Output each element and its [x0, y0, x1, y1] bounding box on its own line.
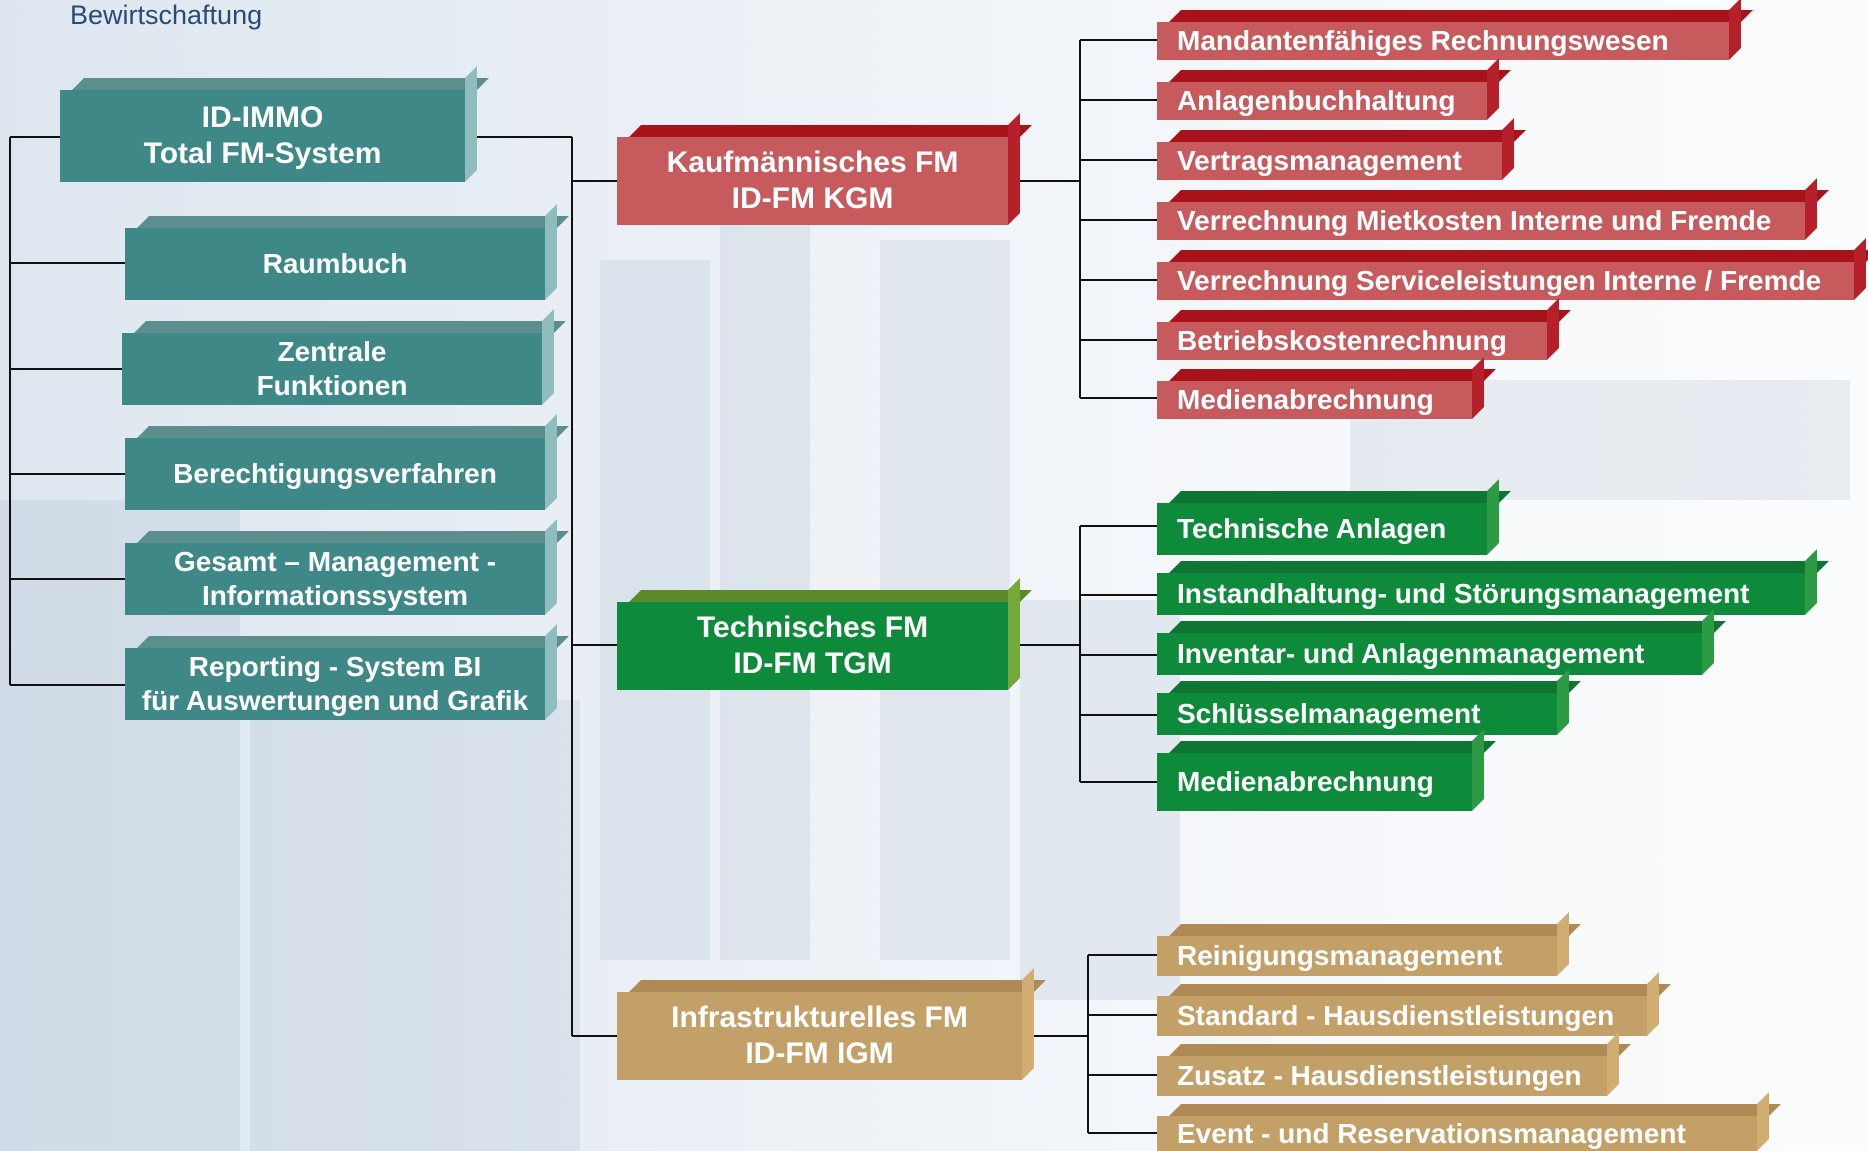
item-label: Zusatz - Hausdienstleistungen — [1177, 1060, 1582, 1092]
item-label: Reinigungsmanagement — [1177, 940, 1503, 972]
module-label-2: Funktionen — [256, 370, 408, 401]
tgm-item: Medienabrechnung — [1157, 753, 1472, 811]
module-zentrale-funktionen: Zentrale Funktionen — [122, 333, 542, 405]
group-title: Infrastrukturelles FM — [671, 1001, 968, 1034]
kgm-item: Anlagenbuchhaltung — [1157, 82, 1487, 120]
item-label: Medienabrechnung — [1177, 766, 1434, 798]
module-label: Gesamt – Management - — [173, 546, 497, 578]
item-label: Instandhaltung- und Störungsmanagement — [1177, 578, 1750, 610]
kgm-item: Mandantenfähiges Rechnungswesen — [1157, 22, 1729, 60]
group-subtitle: ID-FM KGM — [731, 182, 894, 215]
item-label: Betriebskostenrechnung — [1177, 325, 1507, 357]
item-label: Technische Anlagen — [1177, 513, 1447, 545]
tgm-item: Inventar- und Anlagenmanagement — [1157, 633, 1702, 675]
tgm-item: Technische Anlagen — [1157, 503, 1487, 555]
group-subtitle: ID-FM TGM — [733, 647, 892, 680]
kgm-item: Verrechnung Serviceleistungen Interne / … — [1157, 262, 1854, 300]
module-label-2: für Auswertungen und Grafik — [141, 685, 529, 716]
module-label: Reporting - System BI — [188, 651, 482, 683]
group-title: Technisches FM — [696, 611, 929, 644]
item-label: Schlüsselmanagement — [1177, 698, 1481, 730]
tgm-item: Instandhaltung- und Störungsmanagement — [1157, 573, 1805, 615]
igm-item: Zusatz - Hausdienstleistungen — [1157, 1056, 1607, 1096]
item-label: Mandantenfähiges Rechnungswesen — [1177, 25, 1669, 57]
group-subtitle: ID-FM IGM — [745, 1037, 894, 1070]
item-label: Vertragsmanagement — [1177, 145, 1462, 177]
igm-item: Standard - Hausdienstleistungen — [1157, 996, 1647, 1036]
item-label: Verrechnung Mietkosten Interne und Fremd… — [1177, 205, 1772, 237]
item-label: Medienabrechnung — [1177, 384, 1434, 416]
group-title: Kaufmännisches FM — [666, 146, 959, 179]
item-label: Event - und Reservationsmanagement — [1177, 1117, 1686, 1149]
item-label: Standard - Hausdienstleistungen — [1177, 1000, 1615, 1032]
module-label: Berechtigungsverfahren — [173, 458, 497, 490]
root-title: ID-IMMO — [201, 101, 324, 134]
module-reporting: Reporting - System BI für Auswertungen u… — [125, 648, 545, 720]
item-label: Verrechnung Serviceleistungen Interne / … — [1177, 265, 1822, 297]
module-management-informationssystem: Gesamt – Management - Informationssystem — [125, 543, 545, 615]
root-subtitle: Total FM-System — [143, 137, 382, 170]
group-kaufmaennisches-fm: Kaufmännisches FM ID-FM KGM — [617, 137, 1008, 225]
group-infrastrukturelles-fm: Infrastrukturelles FM ID-FM IGM — [617, 992, 1022, 1080]
group-technisches-fm: Technisches FM ID-FM TGM — [617, 602, 1008, 690]
kgm-item: Betriebskostenrechnung — [1157, 322, 1547, 360]
item-label: Anlagenbuchhaltung — [1177, 85, 1456, 117]
module-raumbuch: Raumbuch — [125, 228, 545, 300]
item-label: Inventar- und Anlagenmanagement — [1177, 638, 1645, 670]
igm-item: Event - und Reservationsmanagement — [1157, 1116, 1757, 1151]
module-label-2: Informationssystem — [201, 580, 469, 611]
caption: Bewirtschaftung — [70, 0, 263, 30]
module-label: Raumbuch — [262, 248, 408, 280]
root-node: ID-IMMO Total FM-System — [60, 90, 465, 182]
kgm-item: Verrechnung Mietkosten Interne und Fremd… — [1157, 202, 1805, 240]
module-berechtigungsverfahren: Berechtigungsverfahren — [125, 438, 545, 510]
module-label: Zentrale — [277, 336, 387, 368]
igm-item: Reinigungsmanagement — [1157, 936, 1557, 976]
kgm-item: Medienabrechnung — [1157, 381, 1472, 419]
kgm-item: Vertragsmanagement — [1157, 142, 1502, 180]
tgm-item: Schlüsselmanagement — [1157, 693, 1557, 735]
